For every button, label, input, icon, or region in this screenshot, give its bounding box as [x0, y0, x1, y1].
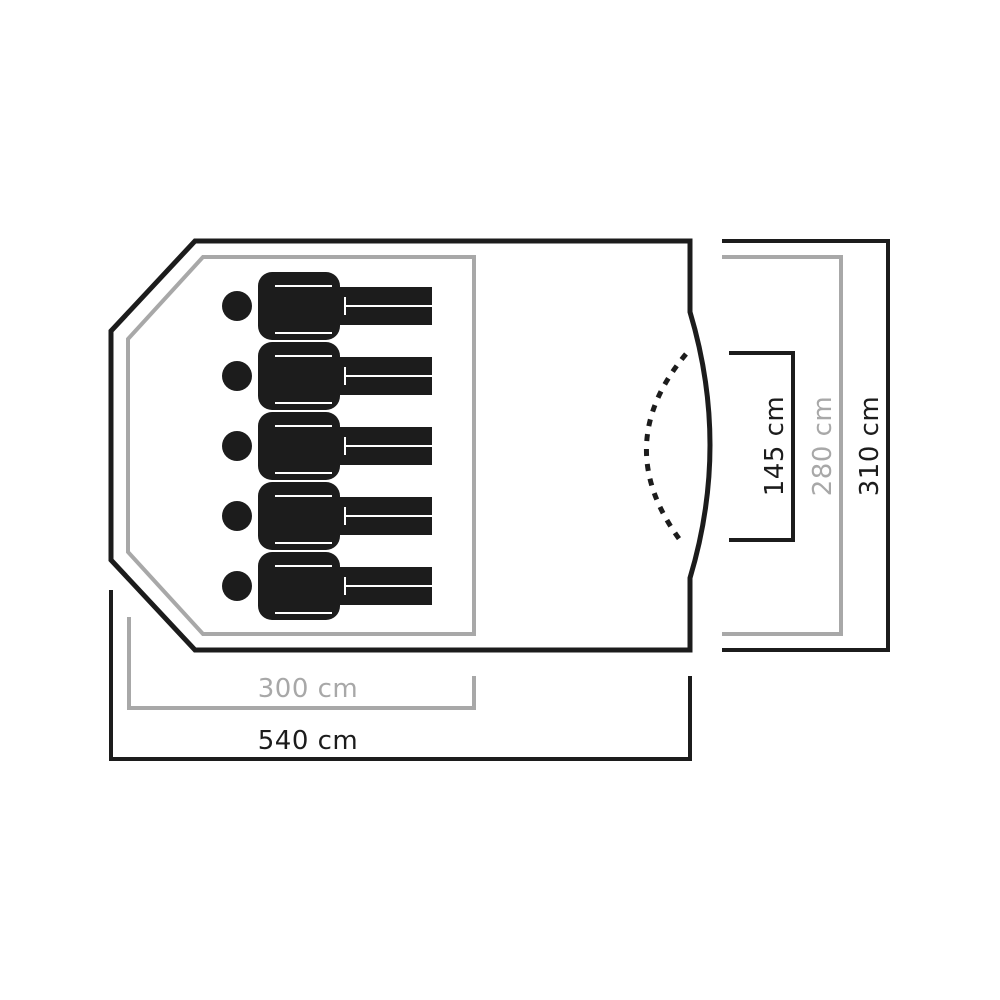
sleeping-person-icon [222, 272, 432, 340]
total-length-label: 540 cm [258, 726, 359, 756]
inner-length-dimension-line [127, 617, 476, 710]
sleeping-person-icon [222, 552, 432, 620]
sleeping-person-icon [222, 342, 432, 410]
tent-outer-outline [108, 238, 713, 653]
person-head [222, 291, 252, 321]
door-dashed-arc [643, 352, 688, 542]
person-head [222, 431, 252, 461]
person-torso [258, 272, 340, 340]
person-torso [258, 552, 340, 620]
inner-width-label: 280 cm [808, 396, 838, 497]
person-head [222, 361, 252, 391]
total-width-label: 310 cm [855, 396, 885, 497]
total-length-dimension-line [109, 590, 692, 761]
sleeping-person-icon [222, 412, 432, 480]
person-head [222, 571, 252, 601]
door-width-label: 145 cm [760, 396, 790, 497]
inner-tent-outline [126, 255, 476, 636]
total-width-dimension-line [722, 239, 890, 652]
person-head [222, 501, 252, 531]
person-torso [258, 482, 340, 550]
sleeping-figures [222, 272, 432, 620]
door-width-dimension-line [729, 351, 795, 542]
sleeping-person-icon [222, 482, 432, 550]
inner-length-label: 300 cm [258, 674, 359, 704]
person-torso [258, 412, 340, 480]
inner-width-dimension-line [722, 255, 843, 636]
person-torso [258, 342, 340, 410]
